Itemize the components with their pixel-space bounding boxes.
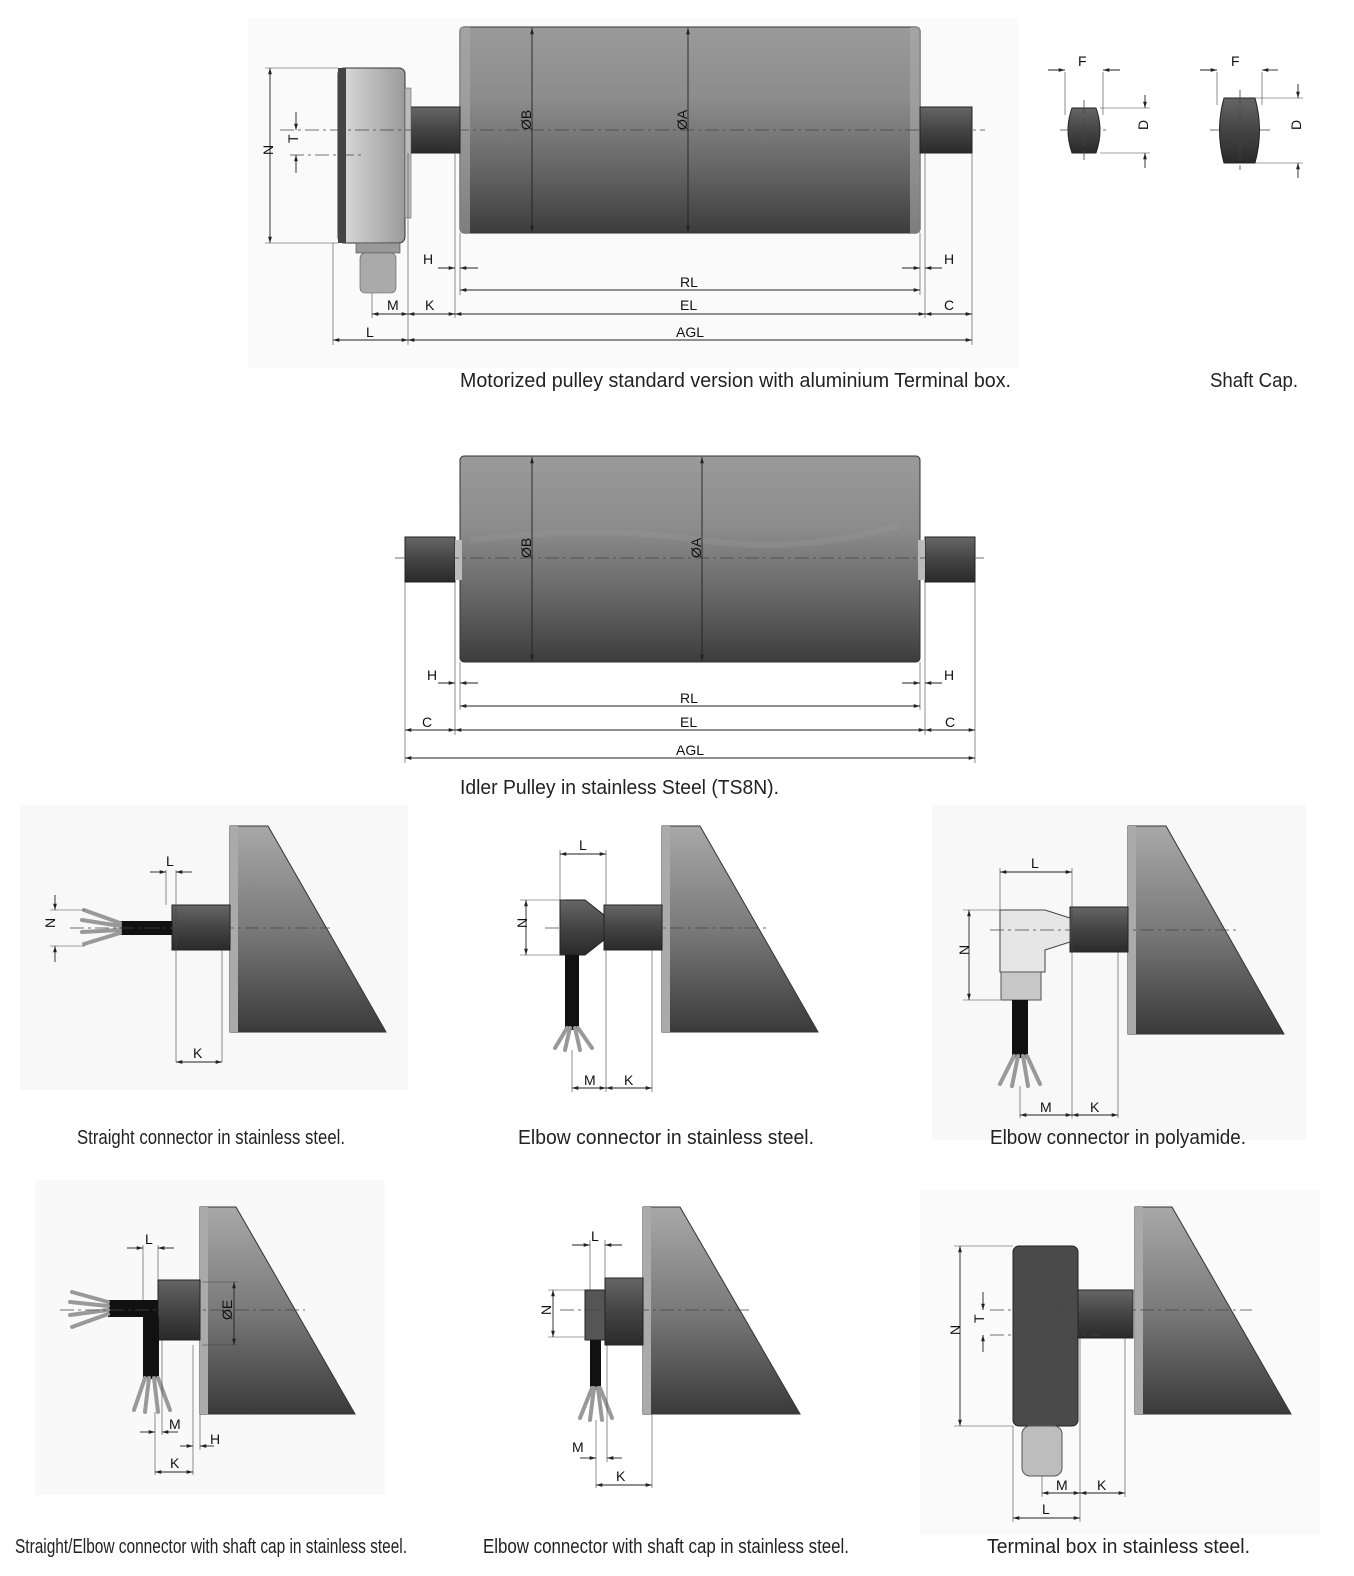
cable [590, 1340, 601, 1390]
dim-label-l: L [1031, 855, 1039, 871]
elbow-shaft-cap-drawing: N L M K [538, 1206, 801, 1488]
cable [565, 955, 579, 1030]
cable [1012, 1000, 1028, 1058]
dim-label-el: EL [680, 297, 697, 313]
dim-label-k: K [425, 297, 435, 313]
dim-label-m: M [1056, 1477, 1068, 1493]
dim-label-t: T [971, 1314, 987, 1323]
dim-label-f-2: F [1231, 53, 1240, 69]
dim-label-n: N [42, 918, 58, 928]
dim-label-l: L [145, 1231, 153, 1247]
terminal-box [337, 67, 406, 244]
cable-gland [359, 252, 397, 294]
dim-label-m: M [169, 1416, 181, 1432]
dim-label-l: L [1042, 1501, 1050, 1517]
dim-label-k: K [624, 1072, 634, 1088]
dim-label-el: EL [680, 714, 697, 730]
dim-label-n: N [260, 145, 276, 155]
wire-ends [553, 1026, 594, 1052]
dim-label-m: M [1040, 1099, 1052, 1115]
dim-label-h-left: H [427, 667, 437, 683]
dim-label-k: K [170, 1455, 180, 1471]
drum-shell [459, 455, 921, 663]
cable-horizontal [108, 1300, 158, 1317]
dim-label-k: K [616, 1468, 626, 1484]
straight-elbow-shaft-cap-drawing: ØE L M H K [60, 1206, 356, 1475]
dim-label-l: L [166, 853, 174, 869]
dim-label-rl: RL [680, 274, 698, 290]
elbow-connector-polyamide-drawing: N L M K [956, 825, 1285, 1118]
dim-label-n: N [538, 1305, 554, 1315]
dim-label-k: K [1090, 1099, 1100, 1115]
dim-label-k: K [193, 1045, 203, 1061]
terminal-box [1012, 1245, 1079, 1427]
dim-label-n: N [514, 918, 530, 928]
caption-motorized-pulley: Motorized pulley standard version with a… [460, 370, 1011, 392]
caption-straight-elbow-shaft-cap: Straight/Elbow connector with shaft cap … [15, 1536, 407, 1558]
dim-label-diameter-b: ØB [518, 110, 534, 130]
caption-terminal-box-stainless: Terminal box in stainless steel. [987, 1536, 1250, 1558]
wire-ends [578, 1386, 614, 1422]
dim-label-h-right: H [944, 251, 954, 267]
left-shaft [404, 536, 456, 583]
wire-ends [80, 908, 122, 946]
caption-elbow-shaft-cap: Elbow connector with shaft cap in stainl… [483, 1536, 849, 1558]
dim-label-c: C [944, 297, 954, 313]
dim-label-h-left: H [423, 251, 433, 267]
dim-label-m: M [572, 1439, 584, 1455]
elbow-connector-stainless-drawing: N L M K [514, 825, 819, 1092]
dim-label-agl: AGL [676, 324, 704, 340]
caption-idler-pulley: Idler Pulley in stainless Steel (TS8N). [460, 777, 779, 799]
dim-label-agl: AGL [676, 742, 704, 758]
dim-label-l: L [591, 1228, 599, 1244]
dim-label-m: M [387, 297, 399, 313]
dim-label-m: M [584, 1072, 596, 1088]
dim-label-k: K [1097, 1477, 1107, 1493]
dim-label-diameter-a: ØA [674, 109, 690, 130]
dim-label-d-1: D [1135, 120, 1151, 130]
dim-label-n: N [956, 945, 972, 955]
dim-label-d-2: D [1288, 120, 1304, 130]
dim-label-diameter-e: ØE [219, 1300, 235, 1320]
wire-ends [998, 1054, 1042, 1088]
straight-connector-drawing: N L K [42, 825, 387, 1064]
terminal-box-stainless-drawing: N T M K L [947, 1206, 1292, 1522]
dim-label-t: T [285, 134, 301, 143]
cable-vertical [143, 1317, 159, 1379]
motorized-pulley-drawing: N T ØB ØA H H RL M K EL C [260, 26, 985, 345]
dim-label-l: L [366, 324, 374, 340]
dim-label-c-right: C [945, 714, 955, 730]
dim-label-diameter-b: ØB [518, 538, 534, 558]
cable-gland [1021, 1425, 1063, 1477]
caption-elbow-connector-stainless: Elbow connector in stainless steel. [518, 1127, 814, 1149]
dim-label-f-1: F [1078, 53, 1087, 69]
caption-shaft-cap: Shaft Cap. [1210, 370, 1298, 392]
dim-label-diameter-a: ØA [688, 537, 704, 558]
caption-straight-connector: Straight connector in stainless steel. [77, 1127, 345, 1149]
dim-label-rl: RL [680, 690, 698, 706]
dim-label-h-right: H [944, 667, 954, 683]
wire-ends [68, 1290, 172, 1414]
idler-pulley-drawing: ØB ØA H H RL C EL C AGL [395, 455, 985, 763]
dim-label-h: H [210, 1431, 220, 1447]
dim-label-n: N [947, 1325, 963, 1335]
caption-elbow-connector-polyamide: Elbow connector in polyamide. [990, 1127, 1246, 1149]
dim-label-c-left: C [422, 714, 432, 730]
right-shaft [924, 536, 976, 583]
dim-label-l: L [579, 837, 587, 853]
shaft-cap-drawing: F D F D [1048, 53, 1304, 178]
